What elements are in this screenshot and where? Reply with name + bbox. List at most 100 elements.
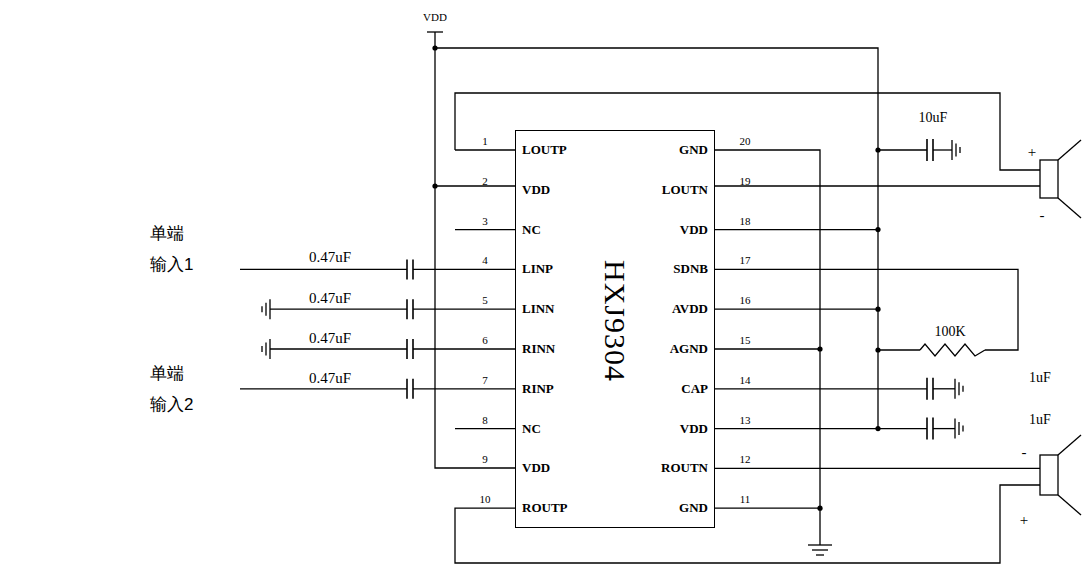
pin-number: 12	[740, 453, 751, 465]
wire	[878, 349, 920, 350]
pin-name: LOUTP	[522, 143, 567, 157]
capacitor-symbol	[407, 299, 413, 319]
pin-name: ROUTP	[522, 501, 568, 515]
junction-dot	[875, 426, 880, 431]
wire	[413, 269, 515, 270]
junction-dot	[817, 346, 822, 351]
pin-number: 20	[740, 135, 751, 147]
wire	[715, 229, 878, 230]
component-value: 0.47uF	[309, 330, 351, 347]
pin-name: VDD	[522, 461, 550, 475]
pin-name: LINP	[522, 262, 553, 276]
pin-number: 14	[740, 374, 751, 386]
wire	[413, 348, 515, 349]
capacitor-symbol	[407, 339, 413, 359]
supply-label: VDD	[423, 11, 447, 23]
pin-name: NC	[522, 222, 541, 236]
component-value: 0.47uF	[309, 290, 351, 307]
ground-wire	[715, 150, 820, 545]
junction-dot	[432, 45, 437, 50]
wire	[240, 269, 407, 270]
pin-name: GND	[679, 143, 708, 157]
pin-name: ROUTN	[661, 461, 708, 475]
pin-number: 4	[482, 254, 488, 266]
junction-dot	[875, 147, 880, 152]
junction-dot	[875, 307, 880, 312]
pin-wire	[435, 185, 515, 186]
nc-pin	[455, 229, 515, 230]
pin-number: 13	[740, 414, 751, 426]
capacitor-symbol	[407, 379, 413, 399]
pin-number: 19	[740, 175, 751, 187]
wire	[878, 149, 927, 150]
pin-name: LOUTN	[662, 183, 708, 197]
speaker-symbol	[1040, 435, 1081, 515]
resistor-symbol	[920, 344, 985, 356]
pin-name: AVDD	[672, 302, 708, 316]
pin-name: RINP	[522, 382, 554, 396]
sdnb-wire	[715, 269, 1018, 350]
component-value: 1uF	[1029, 370, 1051, 385]
component-value: 1uF	[1029, 412, 1051, 427]
polarity-mark: -	[1040, 207, 1045, 224]
capacitor-symbol	[927, 418, 933, 440]
ground-symbol	[955, 419, 963, 439]
pin-number: 2	[482, 175, 488, 187]
pin-name: GND	[679, 501, 708, 515]
capacitor-symbol	[927, 378, 933, 400]
pin-name: VDD	[522, 183, 550, 197]
wire	[933, 388, 955, 389]
junction-dot	[817, 506, 822, 511]
vdd-rail	[435, 32, 515, 468]
pin-name: NC	[522, 421, 541, 435]
pin-number: 7	[482, 374, 488, 386]
pin-name: SDNB	[673, 262, 708, 276]
pin-number: 15	[740, 334, 751, 346]
pin-name: AGND	[670, 342, 708, 356]
wire	[933, 428, 955, 429]
wire	[270, 309, 407, 310]
wires	[240, 32, 1040, 563]
pin-number: 8	[482, 414, 488, 426]
wire	[270, 348, 407, 349]
pin-number: 10	[480, 493, 491, 505]
wire	[715, 309, 878, 310]
wire	[715, 348, 820, 349]
wire	[715, 388, 927, 389]
ground-symbol	[955, 379, 963, 399]
wire	[715, 508, 820, 509]
polarity-mark: +	[1028, 144, 1036, 161]
polarity-mark: -	[1022, 444, 1027, 461]
pin-name: VDD	[680, 222, 708, 236]
pin-name: VDD	[680, 421, 708, 435]
ground-symbol	[262, 339, 270, 359]
pin-name: RINN	[522, 342, 555, 356]
junction-dot	[875, 347, 880, 352]
pin-number: 3	[482, 215, 488, 227]
junction-dot	[875, 227, 880, 232]
pin-number: 1	[482, 135, 488, 147]
pin-number: 17	[740, 254, 751, 266]
nc-pin	[455, 428, 515, 429]
ground-symbol	[808, 545, 832, 555]
component-value: 100K	[934, 324, 965, 339]
component-value: 10uF	[919, 110, 948, 125]
wire	[455, 149, 515, 150]
chip-name: HXJ9304	[598, 260, 632, 382]
pin-name: LINN	[522, 302, 555, 316]
ground-symbol	[952, 140, 960, 160]
capacitor-symbol	[407, 259, 413, 279]
pin-number: 6	[482, 334, 488, 346]
speaker-wire	[715, 185, 1040, 186]
component-value: 0.47uF	[309, 249, 351, 266]
pin-number: 9	[482, 453, 488, 465]
polarity-mark: +	[1020, 512, 1028, 529]
pin-number: 18	[740, 215, 751, 227]
wire	[413, 388, 515, 389]
junction-dot	[432, 183, 437, 188]
pin-number: 16	[740, 294, 751, 306]
wire	[933, 149, 952, 150]
capacitor-symbol	[927, 139, 933, 161]
speaker-wire	[715, 468, 1040, 469]
pin-number: 11	[740, 493, 751, 505]
